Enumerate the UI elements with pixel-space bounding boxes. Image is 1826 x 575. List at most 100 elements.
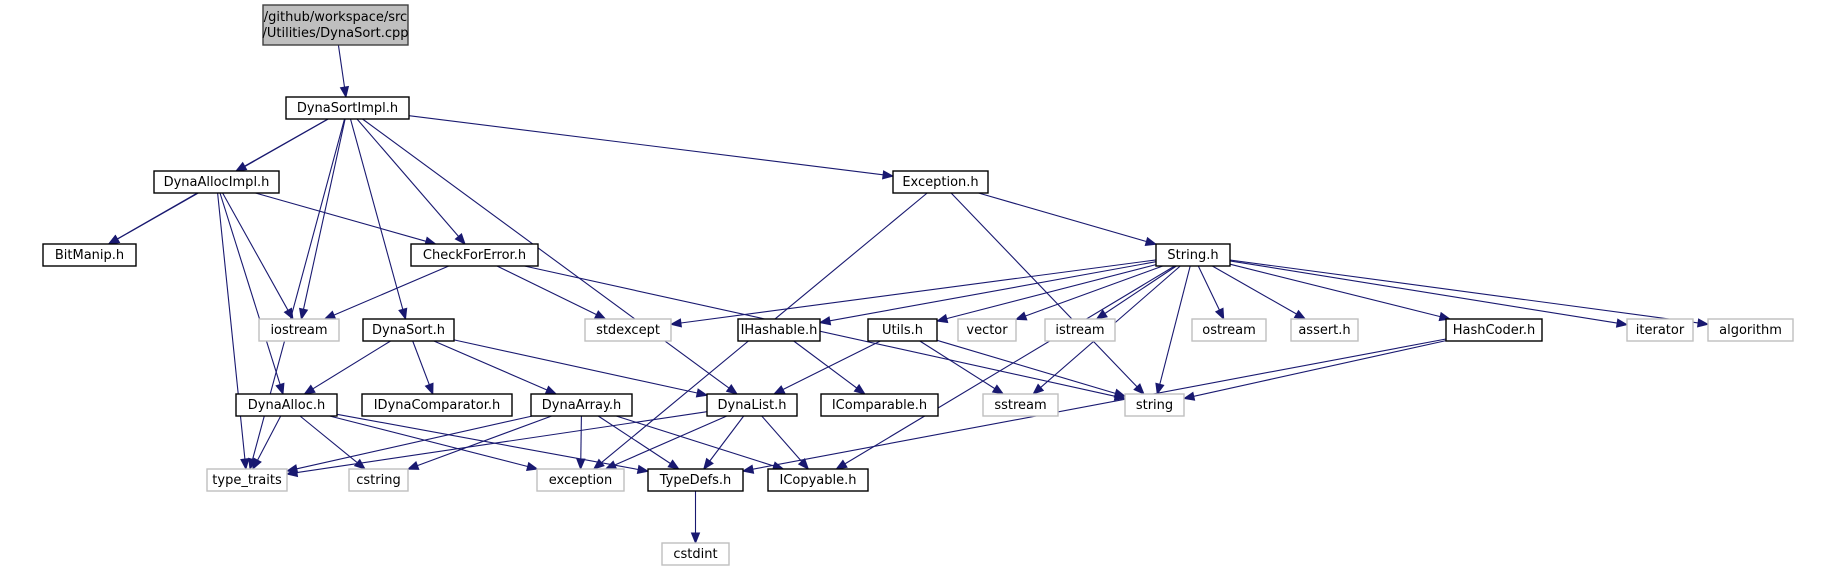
- edge-line: [412, 340, 430, 385]
- edge-line: [946, 264, 1157, 320]
- edge-line: [296, 411, 708, 474]
- node-box: [1707, 318, 1794, 342]
- edge-line: [1197, 265, 1220, 311]
- arrowhead-icon: [702, 457, 714, 471]
- edge-exception-to-string: [950, 192, 1145, 395]
- edge-checkforerror-to-stdexcept: [496, 265, 607, 320]
- edge-typedefs-to-cstdint: [690, 491, 701, 545]
- edge-line: [782, 340, 881, 390]
- edge-line: [496, 265, 597, 316]
- node-string-h[interactable]: String.h: [1155, 243, 1231, 267]
- arrowhead-icon: [1032, 383, 1045, 395]
- edge-hashcoder-to-typedefs: [741, 338, 1447, 474]
- node-dynaallocimpl-h[interactable]: DynaAllocImpl.h: [153, 170, 280, 194]
- edge-dynasort-to-dynaalloc: [303, 340, 391, 395]
- node-idynacomparator-h[interactable]: IDynaComparator.h: [361, 393, 513, 417]
- edge-line: [793, 340, 858, 389]
- edge-line: [1229, 259, 1699, 324]
- node-ihashable-h[interactable]: IHashable.h: [737, 318, 821, 342]
- node-hashcoder-h[interactable]: HashCoder.h: [1445, 318, 1543, 342]
- edge-string-to-iterator: [1229, 260, 1629, 328]
- node-icomparable-h[interactable]: IComparable.h: [820, 393, 939, 417]
- node-box: [820, 393, 939, 417]
- arrowhead-icon: [604, 460, 618, 470]
- edge-dynaalloc-to-typedefs: [336, 413, 650, 475]
- node-utils-h[interactable]: Utils.h: [867, 318, 938, 342]
- edge-line: [761, 415, 803, 462]
- edge-line: [844, 265, 1175, 465]
- edge-line: [1025, 265, 1163, 317]
- edge-dynaarray-to-cstring: [406, 415, 552, 470]
- arrowhead-icon: [690, 532, 701, 545]
- arrowhead-icon: [339, 85, 350, 99]
- node-typedefs-h[interactable]: TypeDefs.h: [647, 468, 744, 492]
- node-box: [1044, 318, 1116, 342]
- edge-string-to-hashcoder: [1229, 263, 1452, 322]
- edge-string-to-icopyable: [835, 265, 1175, 470]
- node-dynaalloc-h[interactable]: DynaAlloc.h: [235, 393, 338, 417]
- edge-dynasortimpl-to-checkforerror: [356, 118, 466, 246]
- node-dynaarray-h[interactable]: DynaArray.h: [530, 393, 633, 417]
- node-box: [1155, 243, 1231, 267]
- node-checkforerror-h[interactable]: CheckForError.h: [410, 243, 539, 267]
- node-box: [1290, 318, 1359, 342]
- edge-dynalist-to-exception: [604, 415, 728, 470]
- node-iterator: iterator: [1626, 318, 1694, 342]
- edge-line: [597, 415, 671, 464]
- edge-line: [362, 118, 730, 389]
- edge-dynaarray-to-icopyable: [616, 415, 785, 471]
- node-label: DynaArray.h: [542, 398, 621, 413]
- node-label: ICopyable.h: [779, 473, 856, 488]
- edge-dynaarray-to-exception: [576, 415, 586, 471]
- node-box: [153, 170, 280, 194]
- arrowhead-icon: [526, 461, 539, 471]
- node-ostream: ostream: [1191, 318, 1267, 342]
- node-label: iterator: [1636, 323, 1685, 338]
- edge-dynaalloc-to-type-traits: [252, 415, 282, 471]
- node-label: CheckForError.h: [423, 248, 526, 263]
- arrowhead-icon: [853, 383, 866, 395]
- edge-line: [709, 415, 745, 462]
- arrowhead-icon: [1014, 311, 1028, 321]
- edge-dynaallocimpl-to-bitmanip: [107, 192, 198, 245]
- arrowhead-icon: [107, 234, 121, 245]
- edge-line: [919, 340, 996, 390]
- edge-line: [299, 415, 358, 464]
- edge-string-to-ostream: [1197, 265, 1225, 321]
- arrowhead-icon: [835, 459, 848, 470]
- node-icopyable-h[interactable]: ICopyable.h: [767, 468, 869, 492]
- arrowhead-icon: [741, 464, 755, 474]
- edge-dynaallocimpl-to-iostream: [222, 192, 294, 321]
- node-exception-h[interactable]: Exception.h: [892, 170, 989, 194]
- node-dynasort-h[interactable]: DynaSort.h: [362, 318, 455, 342]
- node-istream: istream: [1044, 318, 1116, 342]
- arrowhead-icon: [1293, 309, 1307, 320]
- node-box: [235, 393, 338, 417]
- node-label: stdexcept: [596, 323, 660, 338]
- arrowhead-icon: [636, 464, 650, 475]
- node-dynalist-h[interactable]: DynaList.h: [706, 393, 798, 417]
- arrowhead-icon: [1133, 383, 1145, 395]
- edge-hashcoder-to-string: [1182, 340, 1447, 401]
- edge-line: [255, 192, 427, 242]
- edge-line: [117, 192, 198, 240]
- edge-line: [453, 339, 698, 394]
- node-label: DynaSortImpl.h: [297, 101, 398, 116]
- arrowhead-icon: [725, 384, 739, 395]
- node-bitmanip-h[interactable]: BitManip.h: [42, 243, 137, 267]
- edge-line: [219, 192, 281, 385]
- edge-line: [222, 192, 289, 311]
- edge-string-to-utils: [935, 264, 1157, 324]
- node-cstring: cstring: [348, 468, 409, 492]
- edge-dynasortimpl-to-dynalist: [362, 118, 739, 395]
- arrowhead-icon: [1155, 382, 1165, 396]
- node-box: [536, 468, 625, 492]
- node-assert-h: assert.h: [1290, 318, 1359, 342]
- edge-line: [302, 118, 346, 310]
- arrowhead-icon: [669, 318, 682, 328]
- node-dynasortimpl-h[interactable]: DynaSortImpl.h: [285, 96, 410, 120]
- node-label: cstdint: [673, 547, 717, 562]
- edge-dynasort-to-idynacomparator: [412, 340, 434, 396]
- edge-ihashable-to-icomparable: [793, 340, 866, 395]
- edge-string-to-algorithm: [1229, 259, 1710, 328]
